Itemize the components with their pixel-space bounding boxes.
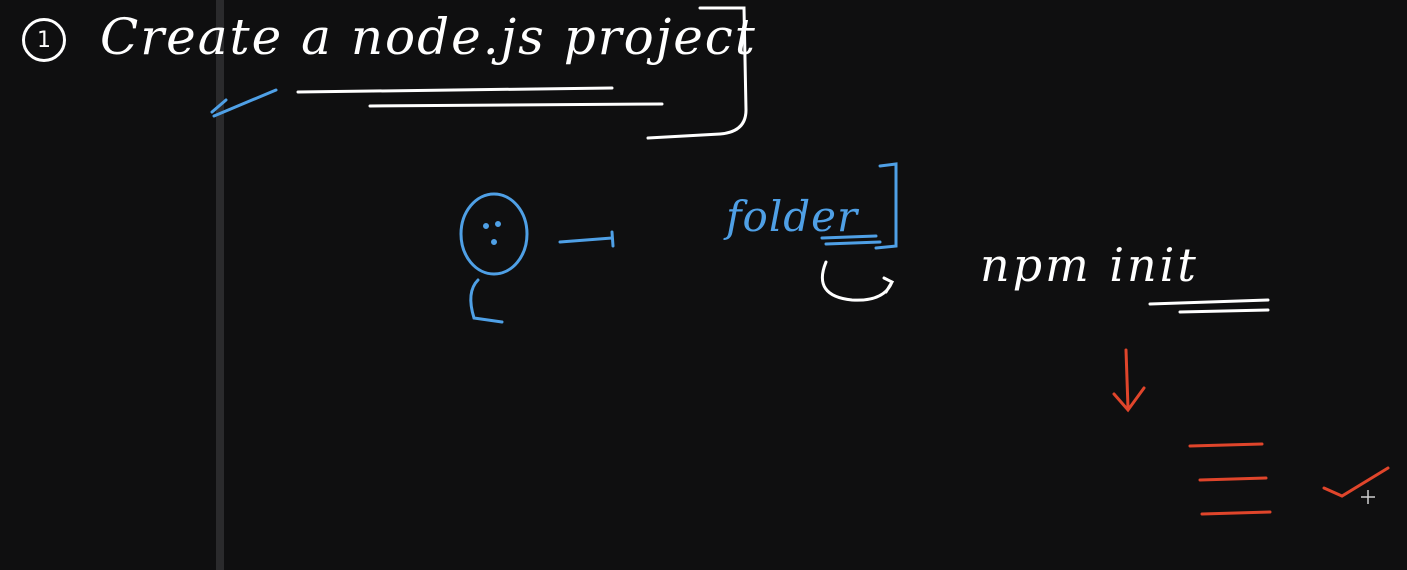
blue-arrow xyxy=(558,230,615,248)
step-number-circle: 1 xyxy=(22,18,66,62)
page-margin-line xyxy=(216,0,224,570)
heading-text: Create a node.js project xyxy=(100,8,757,66)
folder-bracket xyxy=(874,162,898,250)
folder-underline xyxy=(820,234,882,246)
title-underline-2 xyxy=(368,102,664,108)
title-underline-1 xyxy=(296,86,614,94)
red-down-arrow xyxy=(1112,348,1146,413)
red-check-mark xyxy=(1322,466,1390,498)
init-underline xyxy=(1148,298,1270,314)
folder-label: folder xyxy=(726,192,859,241)
person-figure xyxy=(459,192,529,324)
step-number: 1 xyxy=(37,27,51,53)
red-lines-icon xyxy=(1188,442,1272,516)
blue-check-mark xyxy=(210,88,278,118)
cursor-crosshair-icon xyxy=(1361,490,1375,504)
curved-arrow xyxy=(820,260,895,302)
npm-init-command: npm init xyxy=(980,238,1199,292)
title-bracket xyxy=(646,6,748,140)
